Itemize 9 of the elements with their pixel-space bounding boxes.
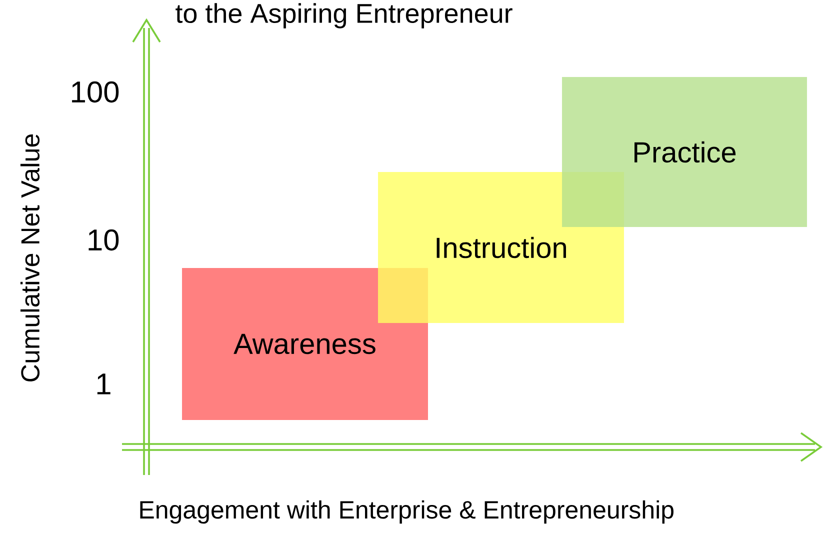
tick-label: 10 <box>88 229 119 251</box>
axis-title: Engagement with Enterprise & Entrepreneurship <box>140 500 674 524</box>
stage-box: Practice <box>562 77 807 227</box>
axis-title: Cumulative Net Value <box>20 134 40 382</box>
stage-box: Awareness <box>182 268 428 420</box>
stage-box: Instruction <box>378 172 624 323</box>
title: to the Aspiring Entrepreneur <box>176 3 512 28</box>
tick-label: 1 <box>97 374 110 394</box>
tick-label: 100 <box>72 81 119 103</box>
